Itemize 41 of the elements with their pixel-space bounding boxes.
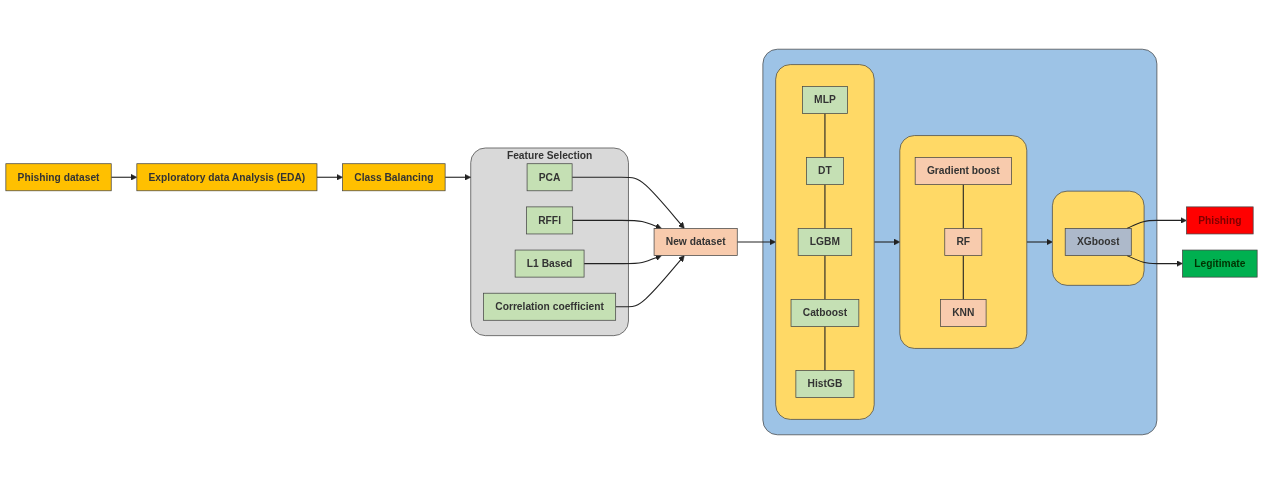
arrow xyxy=(444,174,471,181)
arrow xyxy=(316,174,343,181)
arrow xyxy=(615,255,685,308)
arrow xyxy=(1126,255,1183,267)
node-box: MLP xyxy=(802,86,848,114)
arrow xyxy=(1026,238,1053,246)
node-box: Phishing dataset xyxy=(5,163,112,192)
node-box: RF xyxy=(944,228,983,256)
arrow xyxy=(110,174,138,181)
node-box: New dataset xyxy=(653,228,738,256)
node-box: Phishing xyxy=(1186,206,1254,235)
connector xyxy=(824,184,826,229)
node-box: Catboost xyxy=(790,299,860,327)
connector xyxy=(962,255,964,300)
arrow xyxy=(1126,217,1187,229)
node-box: KNN xyxy=(940,299,987,327)
connector xyxy=(824,255,826,300)
node-box: Correlation coefficient xyxy=(483,292,617,321)
arrow xyxy=(873,238,901,246)
node-box: PCA xyxy=(526,163,573,192)
node-box: Legitimate xyxy=(1182,249,1258,278)
connector xyxy=(824,113,826,159)
node-box: XGboost xyxy=(1064,228,1132,256)
connector xyxy=(824,325,826,371)
node-box: L1 Based xyxy=(514,249,585,278)
node-box: LGBM xyxy=(797,228,853,256)
arrow xyxy=(572,219,662,230)
arrow xyxy=(571,176,685,229)
node-box: RFFI xyxy=(526,206,574,235)
arrow xyxy=(583,254,662,265)
node-box: DT xyxy=(806,157,844,185)
node-box: Class Balancing xyxy=(342,163,446,192)
node-box: Gradient boost xyxy=(914,157,1012,185)
arrow xyxy=(736,238,776,246)
connector xyxy=(962,184,964,229)
cluster xyxy=(899,135,1028,349)
node-box: Exploratory data Analysis (EDA) xyxy=(136,163,318,192)
cluster xyxy=(1052,190,1145,286)
node-box: HistGB xyxy=(795,370,855,398)
cluster xyxy=(762,48,1158,436)
cluster xyxy=(775,64,875,420)
